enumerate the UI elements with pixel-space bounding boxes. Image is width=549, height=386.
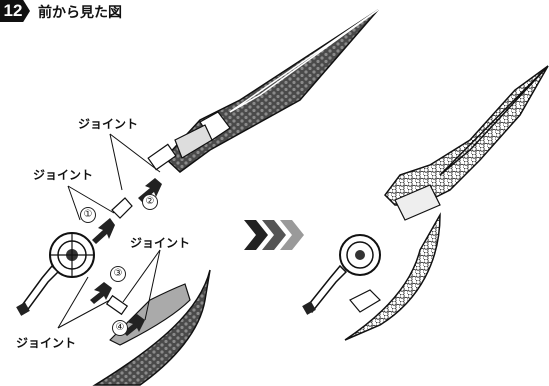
view-title: 前から見た図 [38, 4, 122, 20]
step-number-badge: 12 [0, 0, 30, 22]
leader-lines [57, 133, 161, 329]
joint-label-mid-right: ジョイント [130, 236, 191, 250]
joint-piece [111, 197, 133, 219]
step-marker-3: ③ [110, 266, 126, 282]
joint-label-left: ジョイント [33, 168, 94, 182]
joint-label-bottom: ジョイント [16, 336, 77, 350]
hilt-part [16, 232, 95, 316]
blade-part [147, 9, 379, 173]
joint-label-top: ジョイント [78, 117, 139, 131]
completed-sword [302, 65, 549, 341]
step-marker-1: ① [80, 207, 96, 223]
progress-chevrons [244, 220, 304, 250]
step-marker-2: ② [142, 194, 158, 210]
step-marker-4: ④ [112, 320, 128, 336]
